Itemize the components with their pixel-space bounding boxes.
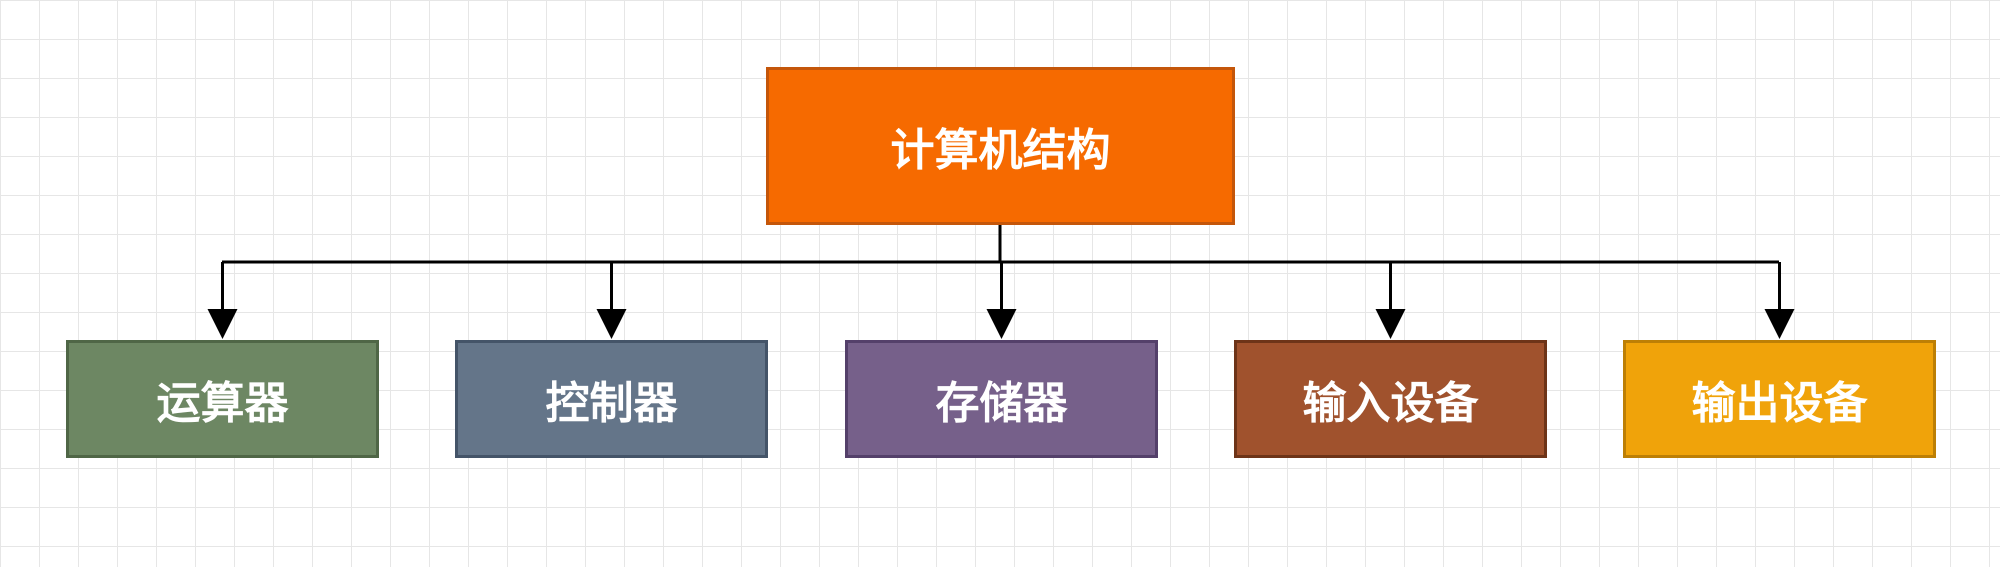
node-input-device[interactable]: 输入设备 xyxy=(1234,340,1547,458)
node-arithmetic-unit[interactable]: 运算器 xyxy=(66,340,379,458)
node-output-device[interactable]: 输出设备 xyxy=(1623,340,1936,458)
root-node-computer-structure[interactable]: 计算机结构 xyxy=(766,67,1235,225)
node-control-unit[interactable]: 控制器 xyxy=(455,340,768,458)
node-memory[interactable]: 存储器 xyxy=(845,340,1158,458)
